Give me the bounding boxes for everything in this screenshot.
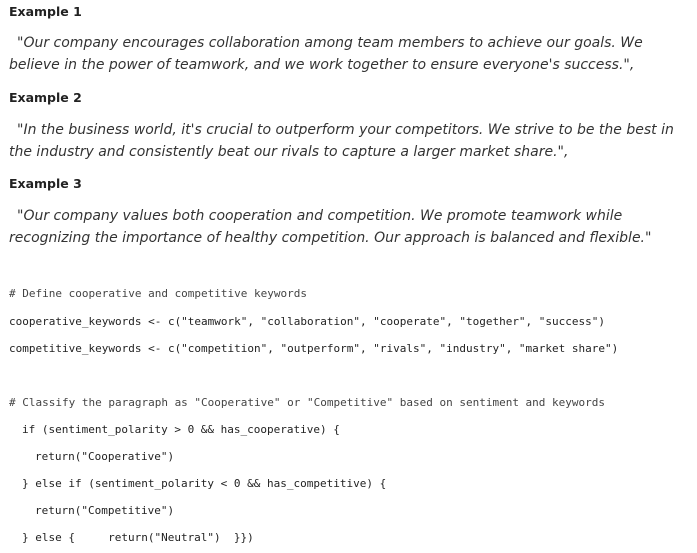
example-3-heading: Example 3 (9, 176, 82, 191)
example-1-text: "Our company encourages collaboration am… (9, 35, 643, 73)
code-competitive-keywords: competitive_keywords <- c("competition",… (9, 342, 619, 355)
code-else-line: } else { return("Neutral") }}) (22, 531, 254, 544)
code-else-if-line: } else if (sentiment_polarity < 0 && has… (22, 477, 387, 490)
code-if-line: if (sentiment_polarity > 0 && has_cooper… (22, 423, 340, 436)
example-3-text: "Our company values both cooperation and… (9, 208, 652, 246)
code-cooperative-keywords: cooperative_keywords <- c("teamwork", "c… (9, 315, 606, 328)
code-return-competitive: return("Competitive") (35, 504, 175, 517)
example-2-heading: Example 2 (9, 90, 82, 105)
example-2-text: "In the business world, it's crucial to … (9, 122, 674, 160)
code-return-cooperative: return("Cooperative") (35, 450, 175, 463)
code-comment-keywords: # Define cooperative and competitive key… (9, 287, 308, 300)
code-comment-classify: # Classify the paragraph as "Cooperative… (9, 396, 606, 409)
example-1-heading: Example 1 (9, 4, 82, 19)
